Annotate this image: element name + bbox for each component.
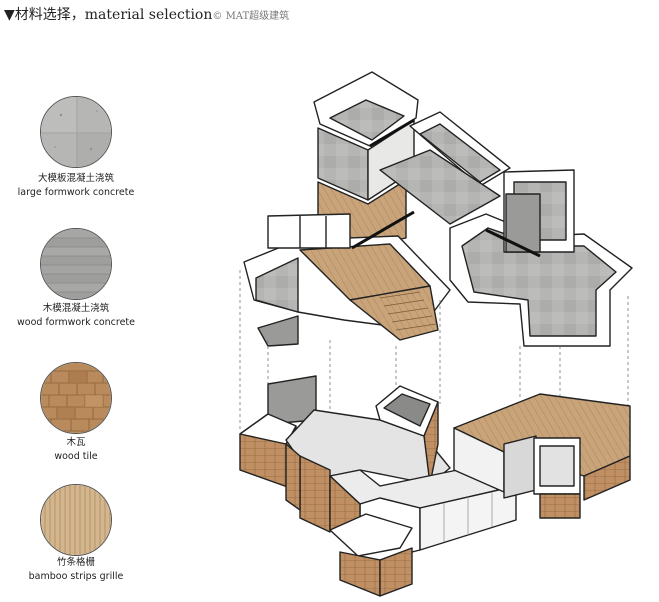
dark-slab-accents	[351, 118, 541, 258]
page-title: ▼材料选择，material selection© MAT超级建筑	[4, 4, 289, 24]
material-caption-2: 木模混凝土浇筑 wood formwork concrete	[17, 303, 135, 328]
lower-roof-structure	[239, 375, 631, 597]
exploded-axonometric-diagram	[239, 71, 633, 597]
triangle-down-icon: ▼	[4, 7, 15, 23]
copyright-text: © MAT超级建筑	[212, 11, 290, 22]
upper-concrete-structure	[243, 71, 633, 347]
material-caption-1: 大模板混凝土浇筑 large formwork concrete	[17, 173, 135, 198]
wood-tile-swatch	[40, 362, 112, 434]
projection-lines	[239, 270, 629, 430]
material-caption-4: 竹条格栅 bamboo strips grille	[28, 557, 124, 582]
concrete-wood-formwork-swatch	[40, 228, 112, 300]
bamboo-grille-swatch	[40, 484, 112, 556]
title-text: 材料选择，material selection	[14, 7, 213, 23]
material-caption-3: 木瓦 wood tile	[54, 437, 98, 462]
concrete-large-formwork-swatch	[40, 96, 112, 168]
